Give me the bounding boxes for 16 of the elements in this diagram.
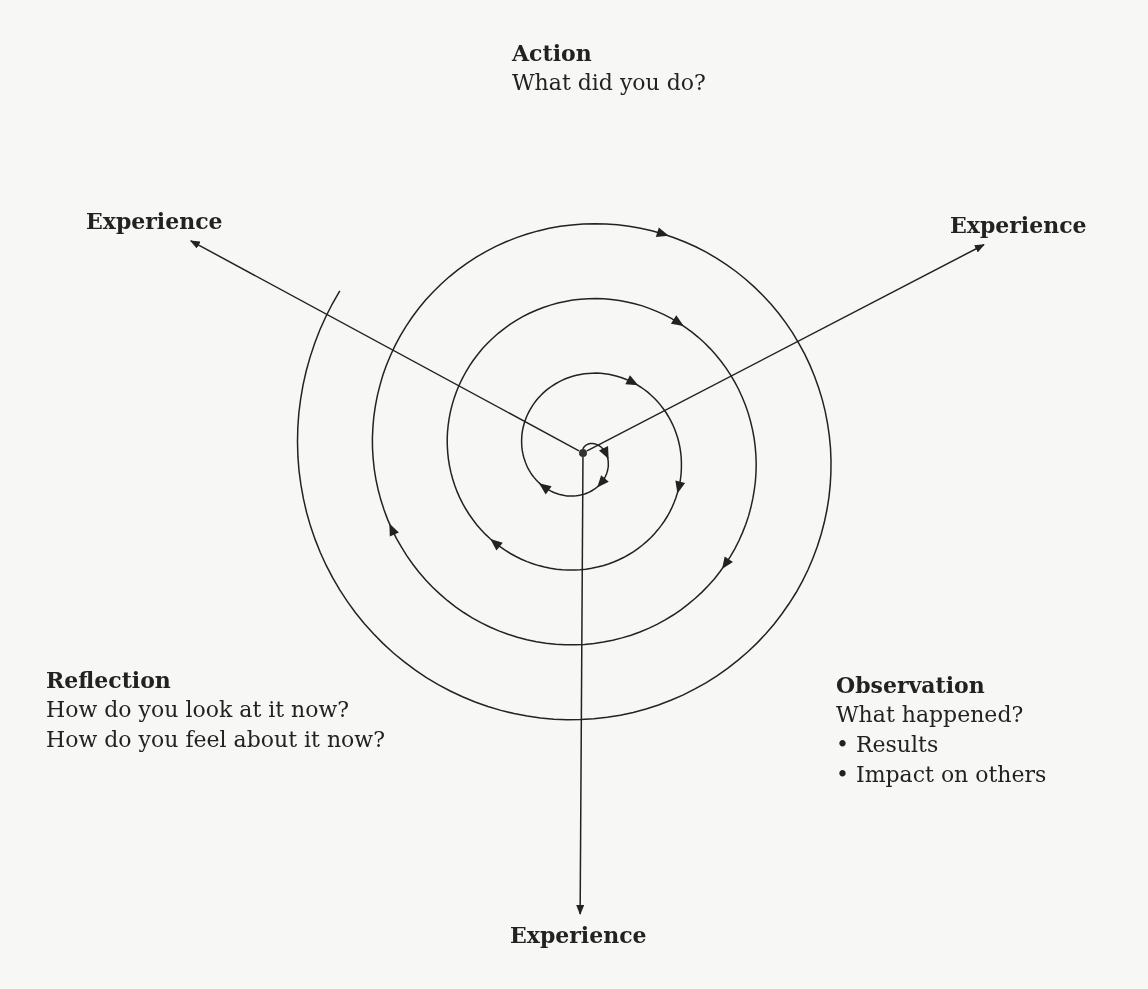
question-text: What happened? bbox=[836, 701, 1025, 729]
stage-label: Experience bbox=[510, 920, 650, 952]
heading: Observation bbox=[836, 671, 986, 700]
center-point bbox=[579, 449, 587, 457]
arrow bbox=[586, 244, 985, 452]
stage-label: Experience bbox=[86, 206, 226, 238]
question-text: How do you look at it now? bbox=[46, 696, 351, 724]
heading: Reflection bbox=[46, 666, 172, 695]
arrow bbox=[189, 240, 580, 452]
question-text: • Results bbox=[836, 731, 940, 759]
question-text: How do you feel about it now? bbox=[46, 726, 386, 754]
stage-label: Experience bbox=[950, 210, 1090, 242]
question-text: • Impact on others bbox=[836, 761, 1048, 789]
question-text: What did you do? bbox=[512, 69, 707, 97]
arrow bbox=[576, 456, 585, 915]
heading: Action bbox=[512, 39, 593, 68]
